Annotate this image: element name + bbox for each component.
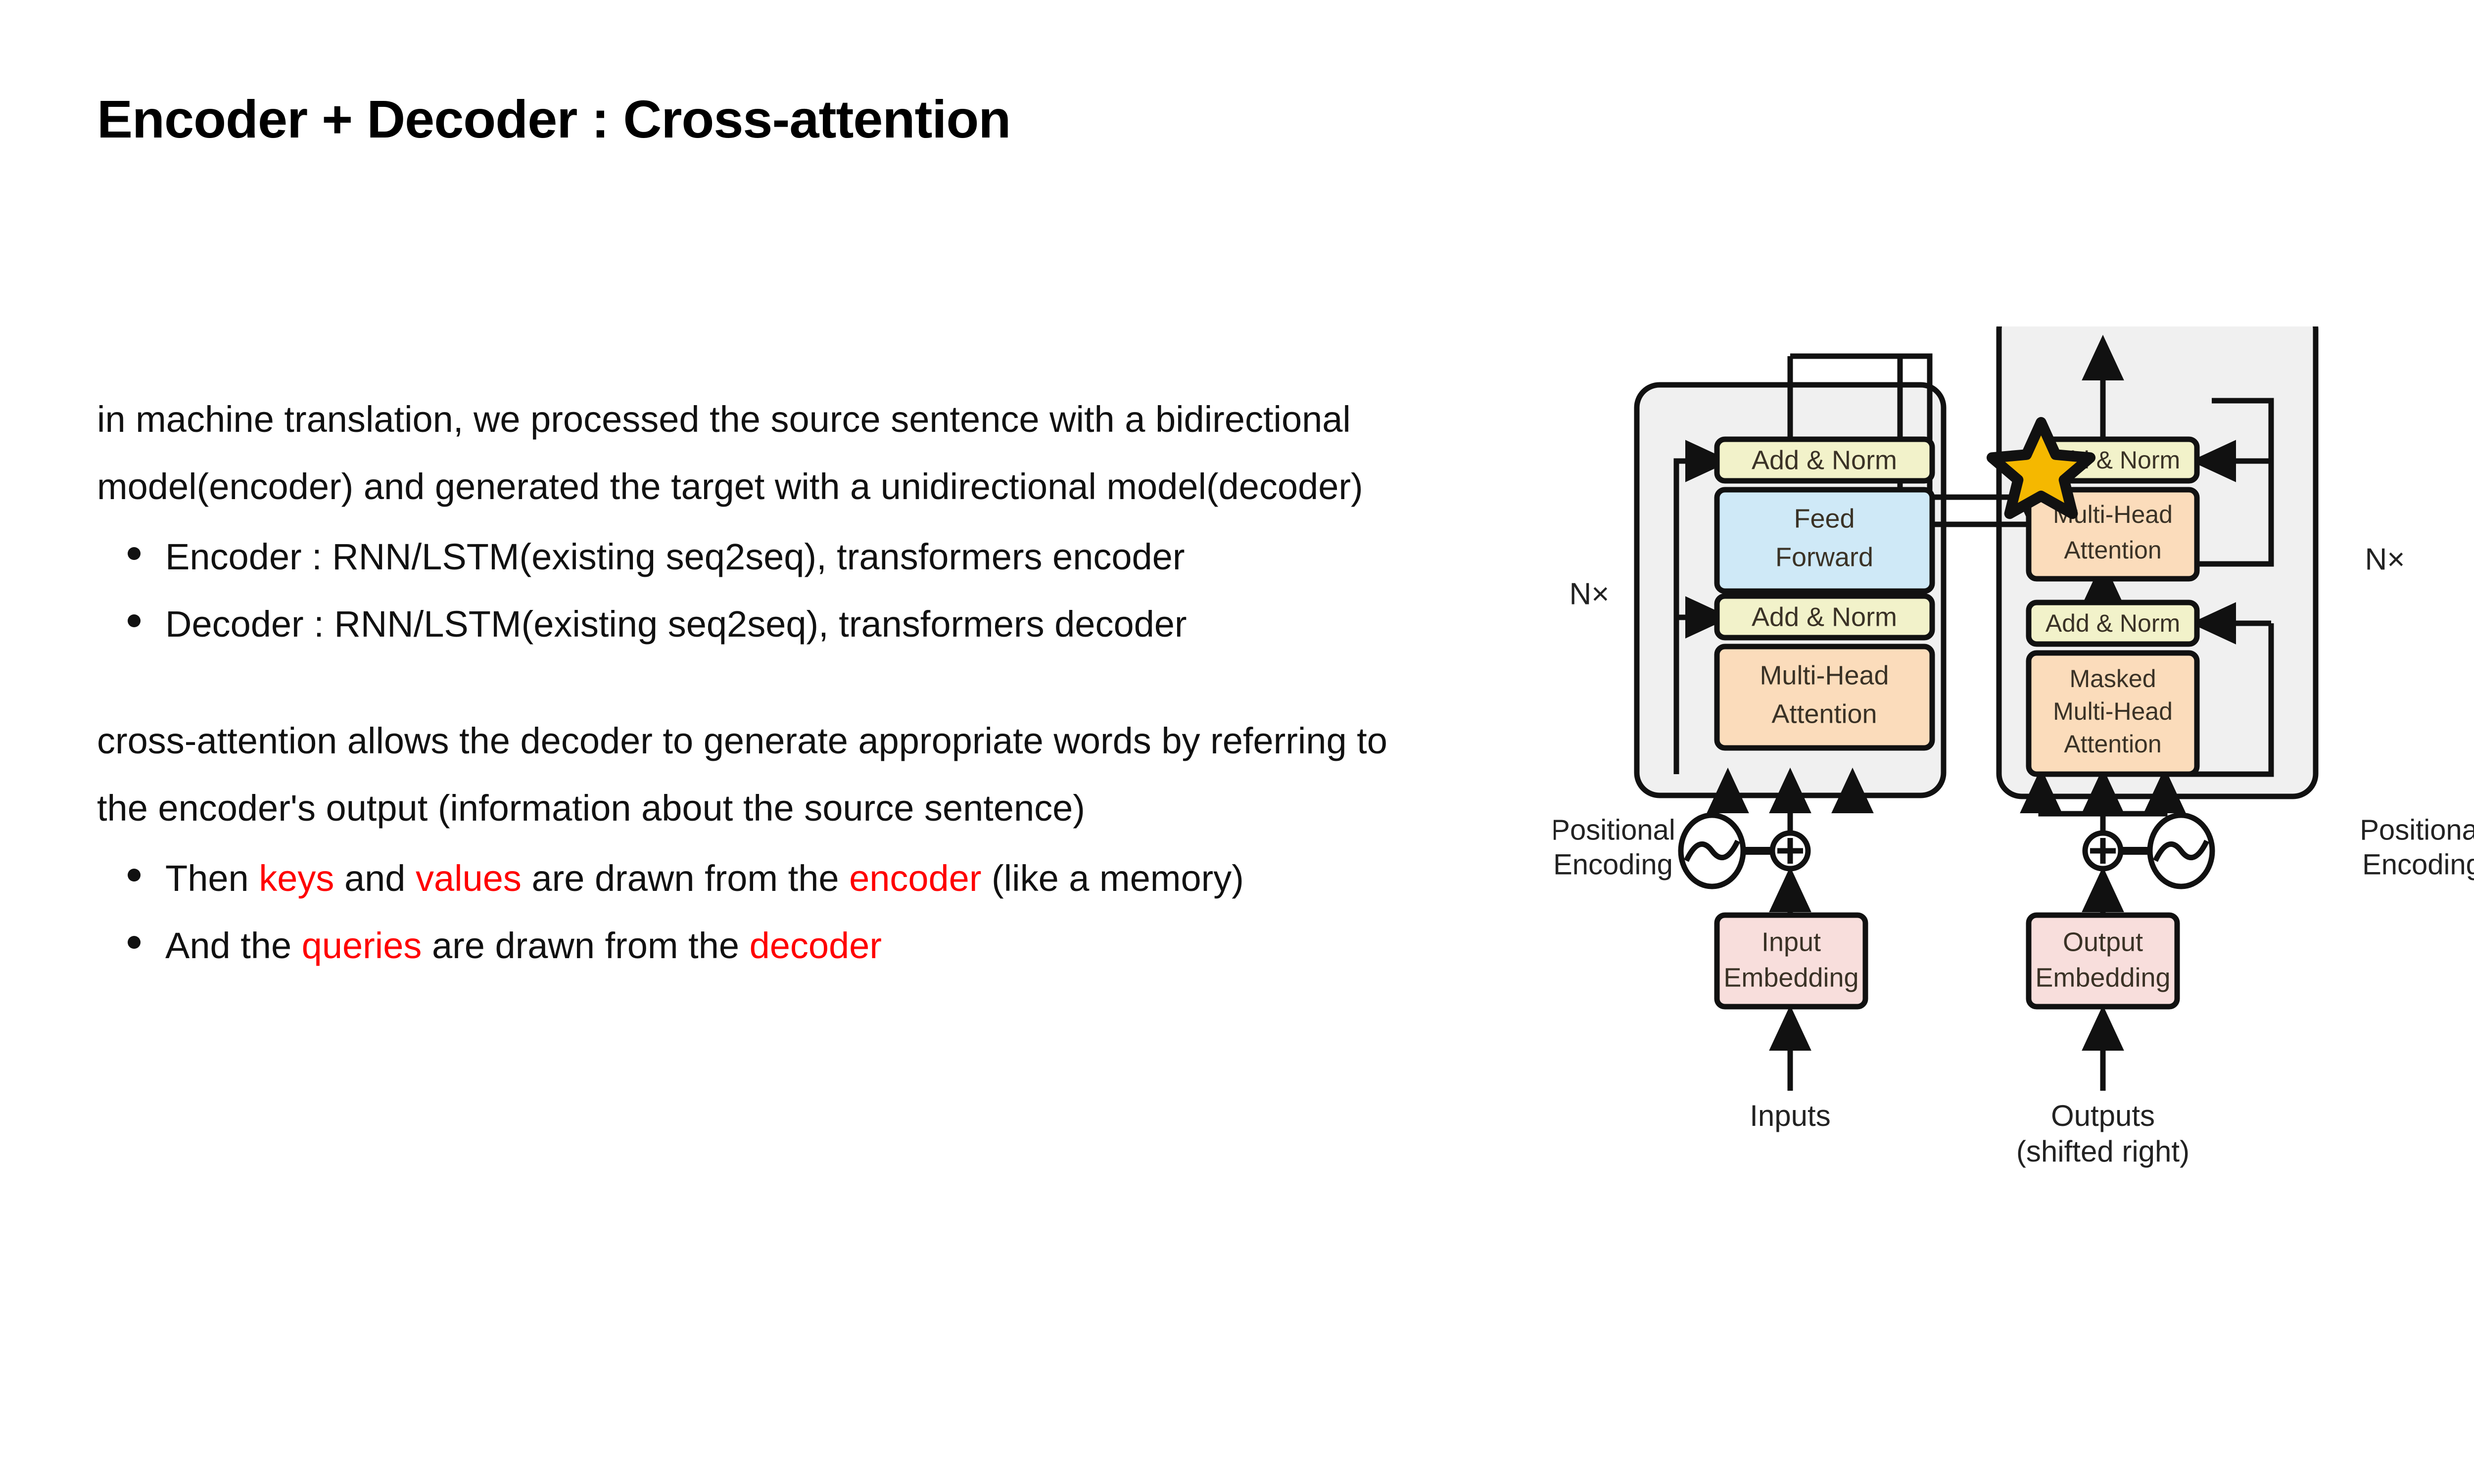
list-item: And the queries are drawn from the decod… xyxy=(97,912,1403,979)
keyword-encoder: encoder xyxy=(849,858,982,899)
decoder-io-label-line2: (shifted right) xyxy=(2016,1135,2189,1168)
list-item: Decoder : RNN/LSTM(existing seq2seq), tr… xyxy=(97,591,1403,658)
bullet-dot-icon xyxy=(128,614,141,627)
block-label-line1: Multi-Head xyxy=(1760,660,1889,690)
block-label-line2: Attention xyxy=(2064,536,2161,564)
add-operator-icon xyxy=(1769,830,1811,872)
encoder-positional-encoding: Positional Encoding xyxy=(1554,795,1811,913)
block-label: Add & Norm xyxy=(1752,445,1897,475)
block-label-line1: Output xyxy=(2063,927,2143,957)
block-output-embedding: Output Embedding xyxy=(2026,912,2180,1010)
bullet-list-2: Then keys and values are drawn from the … xyxy=(97,845,1403,979)
block-label-line3: Attention xyxy=(2064,730,2161,758)
encoder-io-label: Inputs xyxy=(1750,1099,1830,1132)
block-label-line2: Multi-Head xyxy=(2053,697,2173,725)
bullet-text: And the queries are drawn from the decod… xyxy=(165,925,882,966)
block-dec-addnorm-masked: Add & Norm xyxy=(2026,600,2200,647)
list-item: Then keys and values are drawn from the … xyxy=(97,845,1403,912)
block-label-line1: Input xyxy=(1761,927,1821,957)
add-operator-icon xyxy=(2082,830,2124,872)
block-label-line2: Embedding xyxy=(1723,963,1858,992)
list-item: Encoder : RNN/LSTM(existing seq2seq), tr… xyxy=(97,523,1403,591)
pe-label-line2: Encoding xyxy=(2362,848,2474,881)
sine-wave-icon xyxy=(2147,812,2215,889)
keyword-queries: queries xyxy=(301,925,422,966)
keyword-values: values xyxy=(415,858,522,899)
block-label-line2: Embedding xyxy=(2035,963,2170,992)
pe-label-line2: Encoding xyxy=(1554,848,1673,881)
page-title: Encoder + Decoder : Cross-attention xyxy=(97,89,1011,149)
bullet-text: Decoder : RNN/LSTM(existing seq2seq), tr… xyxy=(165,603,1187,645)
decoder-positional-encoding: Positional Encoding xyxy=(2082,795,2474,913)
block-enc-addnorm-top: Add & Norm xyxy=(1714,436,1935,484)
block-dec-masked-multihead-attention: Masked Multi-Head Attention xyxy=(2026,650,2200,777)
bullet-dot-icon xyxy=(128,936,141,949)
paragraph-2: cross-attention allows the decoder to ge… xyxy=(97,720,1387,829)
sine-wave-icon xyxy=(1678,812,1746,889)
slide-body: in machine translation, we processed the… xyxy=(97,386,1403,979)
decoder-repeat-label: N× xyxy=(2365,542,2405,576)
star-highlight-icon xyxy=(1986,417,2096,519)
bullet-list-1: Encoder : RNN/LSTM(existing seq2seq), tr… xyxy=(97,523,1403,658)
block-enc-feedforward: Feed Forward xyxy=(1714,487,1935,594)
block-label: Add & Norm xyxy=(1752,602,1897,632)
bullet-dot-icon xyxy=(128,547,141,560)
block-label: Add & Norm xyxy=(2046,609,2180,637)
pe-label-line1: Positional xyxy=(1554,814,1675,846)
keyword-keys: keys xyxy=(259,858,334,899)
pe-label-line1: Positional xyxy=(2360,814,2474,846)
block-enc-multihead-attention: Multi-Head Attention xyxy=(1714,644,1935,751)
bullet-text: Then keys and values are drawn from the … xyxy=(165,858,1244,899)
block-label-line2: Forward xyxy=(1775,542,1873,572)
block-label-line2: Attention xyxy=(1771,699,1877,729)
bullet-text: Encoder : RNN/LSTM(existing seq2seq), tr… xyxy=(165,536,1185,577)
block-label-line1: Masked xyxy=(2069,665,2156,693)
keyword-decoder: decoder xyxy=(749,925,882,966)
paragraph-1: in machine translation, we processed the… xyxy=(97,399,1363,507)
block-label-line1: Feed xyxy=(1794,504,1855,533)
encoder-repeat-label: N× xyxy=(1570,577,1610,611)
decoder-io-label-line1: Outputs xyxy=(2051,1099,2155,1132)
bullet-dot-icon xyxy=(128,869,141,881)
transformer-architecture-diagram: Add & Norm Feed Forward Add & Norm Multi… xyxy=(1554,326,2474,1276)
block-enc-addnorm-bottom: Add & Norm xyxy=(1714,593,1935,641)
block-input-embedding: Input Embedding xyxy=(1714,912,1868,1010)
